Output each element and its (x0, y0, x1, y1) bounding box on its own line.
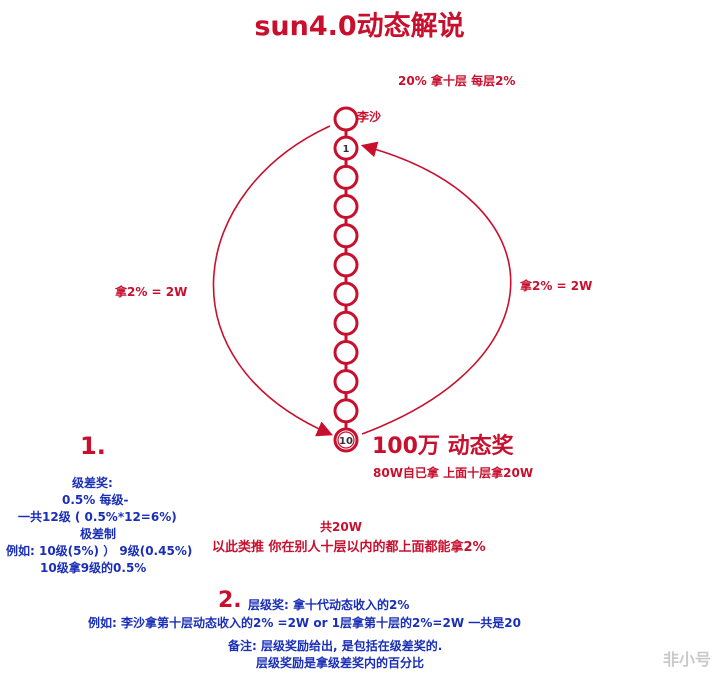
chain-node (333, 310, 359, 336)
section2-title: 层级奖: 拿十代动态收入的2% (248, 598, 410, 612)
chain-node (333, 281, 359, 307)
bonus-title: 100万 动态奖 (372, 434, 514, 459)
section1-line: 一共12级 ( 0.5%*12=6%) (18, 510, 177, 524)
total-line: 共20W (320, 520, 362, 534)
section1-line: 0.5% 每级- (62, 493, 129, 507)
section2-note-line2: 层级奖励是拿级差奖内的百分比 (256, 656, 425, 670)
bonus-sub: 80W自已拿 上面十层拿20W (373, 466, 534, 480)
chain-node (333, 106, 359, 132)
section2-note-line1: 备注: 层级奖励给出, 是包括在级差奖的. (228, 639, 443, 653)
chain-node-label: 10 (339, 436, 353, 447)
section1-line: 级差奖: (72, 476, 113, 490)
section2-example: 例如: 李沙拿第十层动态收入的2% =2W or 1层拿第十层的2%=2W 一共… (88, 616, 521, 630)
chain-node (333, 223, 359, 249)
right-arrow (360, 141, 512, 435)
node-chain: 1 10 (333, 106, 359, 453)
left-arrow-label: 拿2% = 2W (115, 285, 188, 299)
section1-line: 例如: 10级(5%) ） 9级(0.45%) (6, 544, 193, 558)
analogy-line: 以此类推 你在别人十层以内的都上面都能拿2% (212, 540, 486, 555)
section1-line: 10级拿9级的0.5% (40, 561, 147, 575)
page-title: sun4.0动态解说 (254, 11, 465, 42)
chain-node (333, 369, 359, 395)
left-arrow (212, 125, 333, 437)
chain-node (333, 252, 359, 278)
chain-node-label: 1 (343, 144, 350, 155)
right-arrow-label: 拿2% = 2W (520, 279, 593, 293)
chain-node (333, 398, 359, 424)
chain-node (333, 339, 359, 365)
person-label: 李沙 (357, 110, 382, 124)
section1-number: 1. (80, 432, 106, 460)
chain-node (333, 194, 359, 220)
top-note: 20% 拿十层 每层2% (398, 74, 516, 88)
watermark: 非小号 (662, 650, 711, 669)
chain-node (333, 164, 359, 190)
section1-line: 极差制 (80, 527, 117, 541)
chain-node (333, 135, 359, 161)
section2-number: 2. (218, 588, 242, 613)
chain-node-inner-ring (337, 431, 355, 449)
